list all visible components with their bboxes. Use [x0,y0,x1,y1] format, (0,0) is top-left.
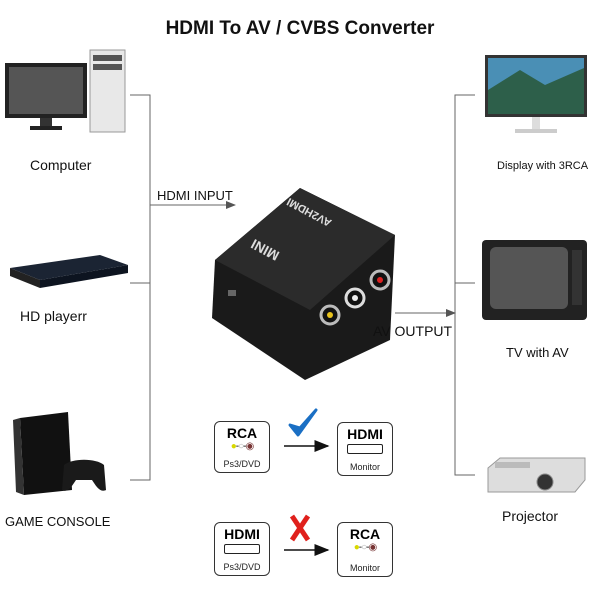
compat-from-rca: RCA ●-○-◉ Ps3/DVD [214,421,270,473]
compat-to-hdmi: HDMI Monitor [337,422,393,476]
hd-player-image [10,255,128,288]
projector-image [487,457,586,493]
source-bus-line [130,94,151,481]
display-label-3rca: Display with 3RCA [497,160,589,172]
display-label-projector: Projector [502,508,559,524]
display-label-tv: TV with AV [506,345,569,360]
display-bus-line [454,94,475,476]
source-label-hd-player: HD playerr [20,308,87,324]
compat-from-hdmi: HDMI Ps3/DVD [214,522,270,576]
converter-device-image: MINI AV2HDMI [212,188,395,380]
cross-icon [289,514,311,542]
check-icon [288,408,318,437]
page-title: HDMI To AV / CVBS Converter [165,18,435,39]
display-image [485,55,587,133]
compat-to-rca: RCA ●-○-◉ Monitor [337,522,393,577]
game-console-image [13,412,106,495]
tv-image [482,240,587,320]
computer-image [5,49,126,133]
source-label-computer: Computer [30,157,92,173]
av-output-label: AV OUTPUT [373,323,453,339]
hdmi-input-label: HDMI INPUT [157,188,233,203]
source-label-game-console: GAME CONSOLE [5,514,111,529]
